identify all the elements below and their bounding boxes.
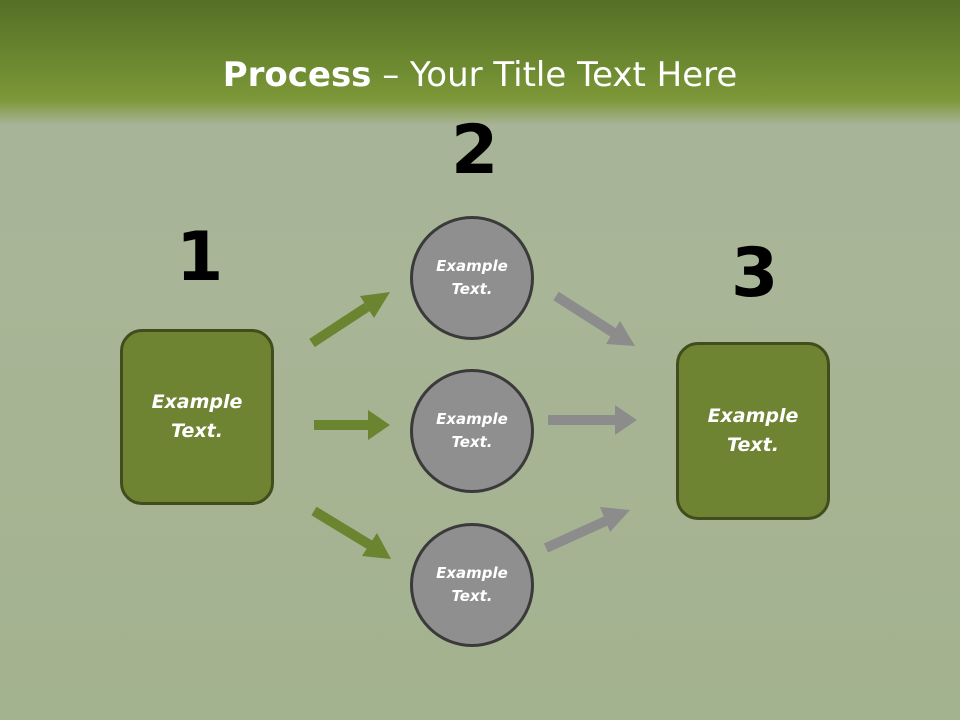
circle-bottom-text: Example Text. [436,564,508,605]
slide-title: Process – Your Title Text Here [0,52,960,98]
right-box: Example Text. [676,342,830,520]
arrow-left-to-middle [314,410,390,440]
left-box: Example Text. [120,329,274,505]
step-number-1: 1 [176,218,224,297]
title-bold: Process [222,55,372,95]
left-box-text: Example Text. [151,391,243,442]
right-box-text: Example Text. [707,405,799,456]
title-rest: – Your Title Text Here [371,55,738,95]
step-number-3: 3 [731,234,779,313]
arrow-bottom-to-right [543,507,630,553]
circle-middle-text: Example Text. [436,410,508,451]
circle-middle: Example Text. [410,369,534,493]
circle-top-text: Example Text. [436,257,508,298]
arrow-middle-to-right [548,405,637,435]
arrow-top-to-right [553,291,635,346]
arrow-left-to-bottom [311,506,391,559]
circle-top: Example Text. [410,216,534,340]
step-number-2: 2 [451,111,499,190]
circle-bottom: Example Text. [410,523,534,647]
title-banner [0,0,960,125]
arrow-left-to-top [309,292,390,348]
